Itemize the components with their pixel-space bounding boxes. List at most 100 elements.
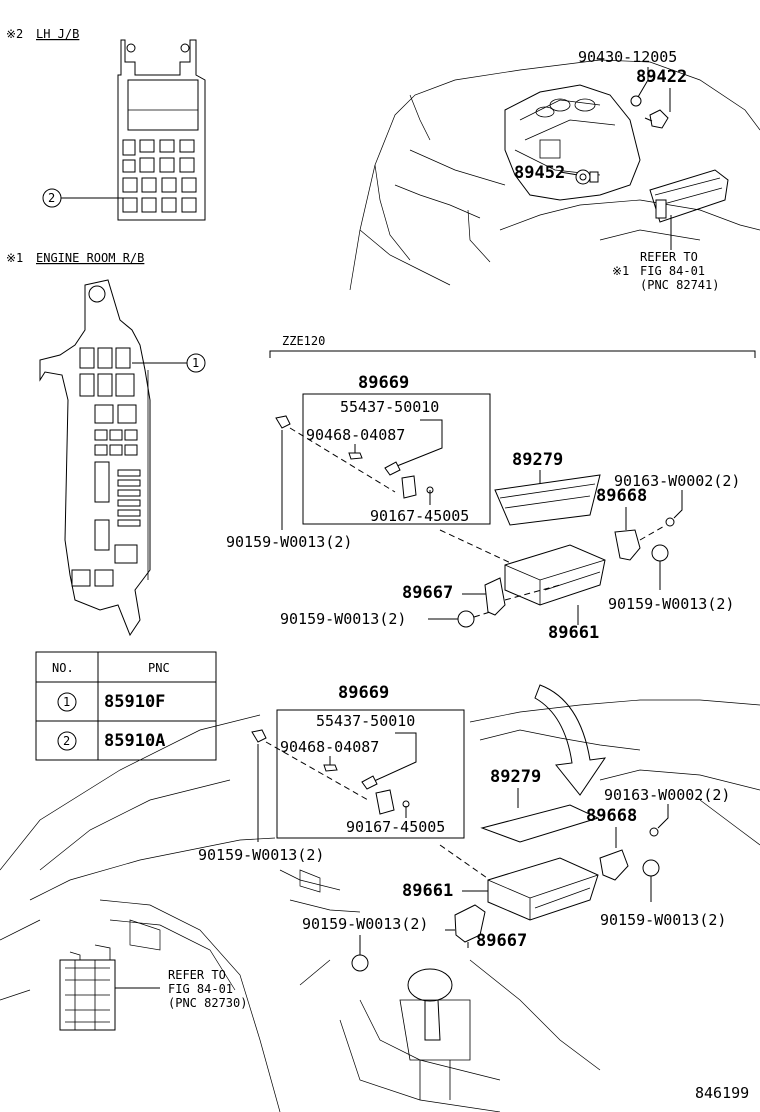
lower-part-90159-left: 90159-W0013(2) <box>198 846 324 864</box>
upper-part-89661: 89661 <box>548 623 599 643</box>
table-header-pnc: PNC <box>148 661 170 675</box>
lower-refer-line3: (PNC 82730) <box>168 996 247 1010</box>
clip-90468-upper <box>348 452 363 460</box>
lower-part-90468: 90468-04087 <box>280 738 379 756</box>
lower-refer-line1: REFER TO <box>168 968 226 982</box>
table-row2-no: 2 <box>63 734 70 748</box>
lower-part-89661: 89661 <box>402 881 453 901</box>
upper-dash-bolt <box>289 427 396 493</box>
sensor-89422 <box>644 109 669 129</box>
table-row1-pnc: 85910F <box>104 692 165 712</box>
lower-part-90159-mid: 90159-W0013(2) <box>302 915 428 933</box>
upper-box-title: 89669 <box>358 373 409 393</box>
upper-90163-leader <box>673 490 683 519</box>
upper-part-90159-right: 90159-W0013(2) <box>608 595 734 613</box>
gear-shifter-sketch <box>399 968 471 1100</box>
lower-refer-line2: FIG 84-01 <box>168 982 233 996</box>
ecu-cover-89279-lower <box>480 804 600 843</box>
nut-90159-lower-mid <box>351 954 369 972</box>
lh-jb-mark: ※2 <box>6 27 23 41</box>
upper-part-89279: 89279 <box>512 450 563 470</box>
engine-refer-line1: REFER TO <box>640 250 698 264</box>
pnc-table: NO. PNC 1 85910F 2 85910A <box>35 651 217 761</box>
lower-part-89668: 89668 <box>586 806 637 826</box>
ecu-89661-lower <box>487 857 599 921</box>
engine-part-90430-leader <box>637 67 649 98</box>
upper-bolt-left <box>275 415 291 429</box>
upper-part-55437: 55437-50010 <box>340 398 439 416</box>
engine-part-89452-leader <box>559 171 579 176</box>
callout-2-label: 2 <box>48 191 55 205</box>
wire-connector-lower <box>361 775 378 790</box>
nut-90159-upper-right <box>651 544 669 562</box>
engine-refer-line2: FIG 84-01 <box>640 264 705 278</box>
engine-section: 90430-12005 89422 89452 REFER TO ※1 FIG … <box>349 48 760 292</box>
screw-90163-lower <box>649 827 659 837</box>
figure-number: 846199 <box>695 1084 749 1102</box>
lower-jb-sketch <box>59 944 116 1031</box>
upper-part-90167: 90167-45005 <box>370 507 469 525</box>
lower-part-89279: 89279 <box>490 767 541 787</box>
lh-jb-title: LH J/B <box>36 27 79 41</box>
screw-90167-upper <box>426 486 434 494</box>
callout-1-label: 1 <box>192 356 199 370</box>
engine-relay-block <box>39 279 151 637</box>
clip-90468-lower <box>323 764 338 772</box>
engine-ecu-sketch <box>649 169 729 223</box>
bracket-89668-lower <box>599 849 629 881</box>
lower-box-title: 89669 <box>338 683 389 703</box>
upper-dash-89668 <box>639 524 667 541</box>
engine-refer-mark: ※1 <box>612 264 629 278</box>
screw-90167-lower <box>402 800 410 808</box>
lower-part-90159-right: 90159-W0013(2) <box>600 911 726 929</box>
zze120-section: ZZE120 89669 55437-50010 90468-04087 901… <box>226 334 756 643</box>
engine-part-89452: 89452 <box>514 163 565 183</box>
dashboard-sketch <box>0 699 760 1112</box>
bracket-55437-lower <box>375 789 395 815</box>
bracket-55437-upper <box>401 475 417 499</box>
lower-kit-box <box>276 709 465 839</box>
lh-jb-section: ※2 LH J/B 2 <box>6 27 206 221</box>
engine-part-90430: 90430-12005 <box>578 48 677 66</box>
install-arrow <box>534 684 607 796</box>
bracket-89667-upper <box>484 577 506 616</box>
upper-kit-box <box>302 393 491 525</box>
upper-part-90468: 90468-04087 <box>306 426 405 444</box>
nut-90159-lower-right <box>642 859 660 877</box>
lower-dash-ecu <box>439 844 491 881</box>
cover-hatching-upper <box>499 483 596 509</box>
washer-90430 <box>630 95 642 107</box>
upper-part-89668: 89668 <box>596 486 647 506</box>
table-row2-pnc: 85910A <box>104 731 165 751</box>
car-front-sketch <box>349 59 760 291</box>
wire-connector-upper <box>384 461 401 476</box>
ecu-89661-upper <box>504 544 606 606</box>
upper-part-89667: 89667 <box>402 583 453 603</box>
table-row1-no: 1 <box>63 695 70 709</box>
lh-junction-block <box>117 39 206 221</box>
zze-label: ZZE120 <box>282 334 325 348</box>
table-header-no: NO. <box>52 661 74 675</box>
lower-part-90163: 90163-W0002(2) <box>604 786 730 804</box>
ecu-cover-89279-upper <box>494 474 601 526</box>
lower-bolt-left <box>251 729 267 743</box>
upper-part-90159-left: 90159-W0013(2) <box>226 533 352 551</box>
engine-rb-mark: ※1 <box>6 251 23 265</box>
lower-ecu-section: 89669 55437-50010 90468-04087 90167-4500… <box>198 683 730 972</box>
lower-part-55437: 55437-50010 <box>316 712 415 730</box>
table-row2-circle <box>57 731 77 751</box>
table-row1-circle <box>57 692 77 712</box>
bracket-89668-upper <box>614 529 641 561</box>
engine-refer-line3: (PNC 82741) <box>640 278 719 292</box>
sensor-89452 <box>575 169 599 185</box>
nut-90159-upper-bottom <box>457 610 475 628</box>
engine-room-rb-section: ※1 ENGINE ROOM R/B 1 <box>6 251 206 637</box>
bracket-89667-lower <box>454 904 486 943</box>
engine-rb-title: ENGINE ROOM R/B <box>36 251 144 265</box>
lower-part-89667: 89667 <box>476 931 527 951</box>
upper-part-90159-bottom: 90159-W0013(2) <box>280 610 406 628</box>
upper-55437-leader <box>391 419 443 469</box>
engine-part-89422: 89422 <box>636 67 687 87</box>
lower-90163-leader <box>657 804 669 829</box>
